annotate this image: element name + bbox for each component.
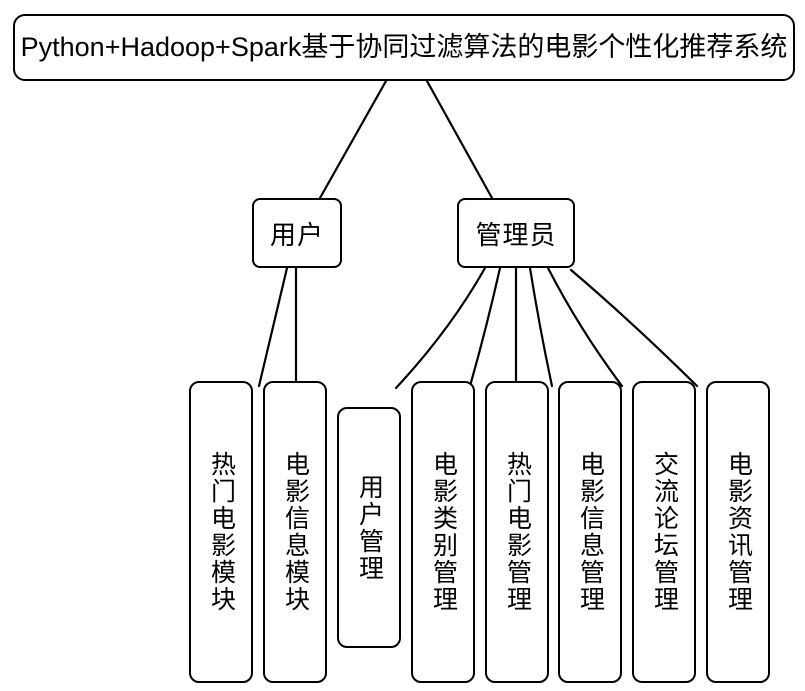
node-leaf-user-management-label: 用户管理 bbox=[355, 473, 383, 582]
node-leaf-hot-movie-management[interactable]: 热门电影管理 bbox=[485, 381, 549, 683]
edge-admin-to-movie-info-management bbox=[528, 266, 554, 388]
edge-admin-to-user-management bbox=[394, 266, 487, 390]
node-root-title[interactable]: Python+Hadoop+Spark基于协同过滤算法的电影个性化推荐系统 bbox=[13, 14, 795, 81]
node-leaf-user-management[interactable]: 用户管理 bbox=[337, 407, 401, 648]
node-leaf-movie-category-management-label: 电影类别管理 bbox=[429, 451, 457, 613]
node-leaf-hot-movie-module[interactable]: 热门电影模块 bbox=[189, 381, 253, 683]
node-actor-user-label: 用户 bbox=[269, 220, 324, 250]
node-actor-admin-label: 管理员 bbox=[475, 220, 557, 250]
root-title-han: 基于协同过滤算法的电影个性化推荐系统 bbox=[301, 31, 788, 62]
edge-root-to-user bbox=[318, 79, 388, 200]
edge-admin-to-forum-management bbox=[546, 266, 624, 388]
root-title-latin: Python+Hadoop+Spark bbox=[20, 31, 302, 62]
node-actor-user[interactable]: 用户 bbox=[252, 198, 342, 268]
node-leaf-forum-management-label: 交流论坛管理 bbox=[650, 451, 678, 613]
node-leaf-movie-news-management-label: 电影资讯管理 bbox=[724, 451, 752, 613]
edge-admin-to-movie-news-management bbox=[569, 268, 699, 388]
edge-user-to-hot-movie-module bbox=[257, 266, 289, 388]
node-leaf-hot-movie-management-label: 热门电影管理 bbox=[503, 451, 531, 613]
node-leaf-movie-info-module[interactable]: 电影信息模块 bbox=[263, 381, 327, 683]
node-leaf-hot-movie-module-label: 热门电影模块 bbox=[207, 451, 235, 613]
root-title-text: Python+Hadoop+Spark基于协同过滤算法的电影个性化推荐系统 bbox=[21, 32, 788, 63]
node-leaf-movie-news-management[interactable]: 电影资讯管理 bbox=[706, 381, 770, 683]
node-leaf-movie-category-management[interactable]: 电影类别管理 bbox=[411, 381, 475, 683]
node-leaf-movie-info-module-label: 电影信息模块 bbox=[281, 451, 309, 613]
edge-root-to-admin bbox=[425, 79, 494, 200]
node-leaf-forum-management[interactable]: 交流论坛管理 bbox=[632, 381, 696, 683]
node-leaf-movie-info-management[interactable]: 电影信息管理 bbox=[558, 381, 622, 683]
node-leaf-movie-info-management-label: 电影信息管理 bbox=[576, 451, 604, 613]
edge-admin-to-movie-category-management bbox=[468, 266, 502, 388]
node-actor-admin[interactable]: 管理员 bbox=[457, 198, 575, 268]
